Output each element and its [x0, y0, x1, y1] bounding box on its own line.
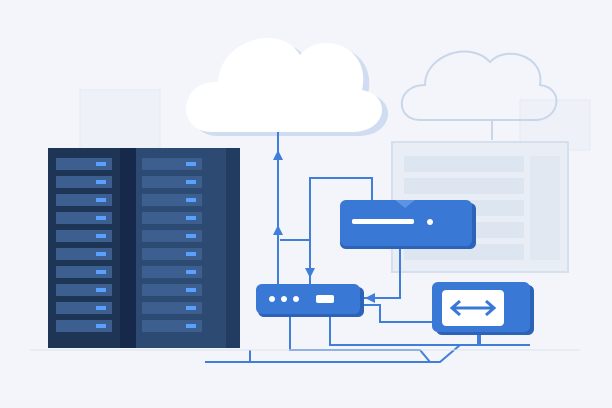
router-icon [256, 284, 364, 317]
cloud-icon [186, 37, 389, 136]
cable-arrows [273, 150, 375, 303]
ghost-cloud-icon [400, 50, 558, 140]
server-rack-icon [48, 148, 240, 348]
rack-slots-left [56, 158, 112, 332]
bidirectional-arrow-icon [432, 282, 534, 335]
rack-slots-right [142, 158, 202, 332]
rack-leds [96, 162, 196, 328]
network-switch-icon [340, 200, 476, 249]
